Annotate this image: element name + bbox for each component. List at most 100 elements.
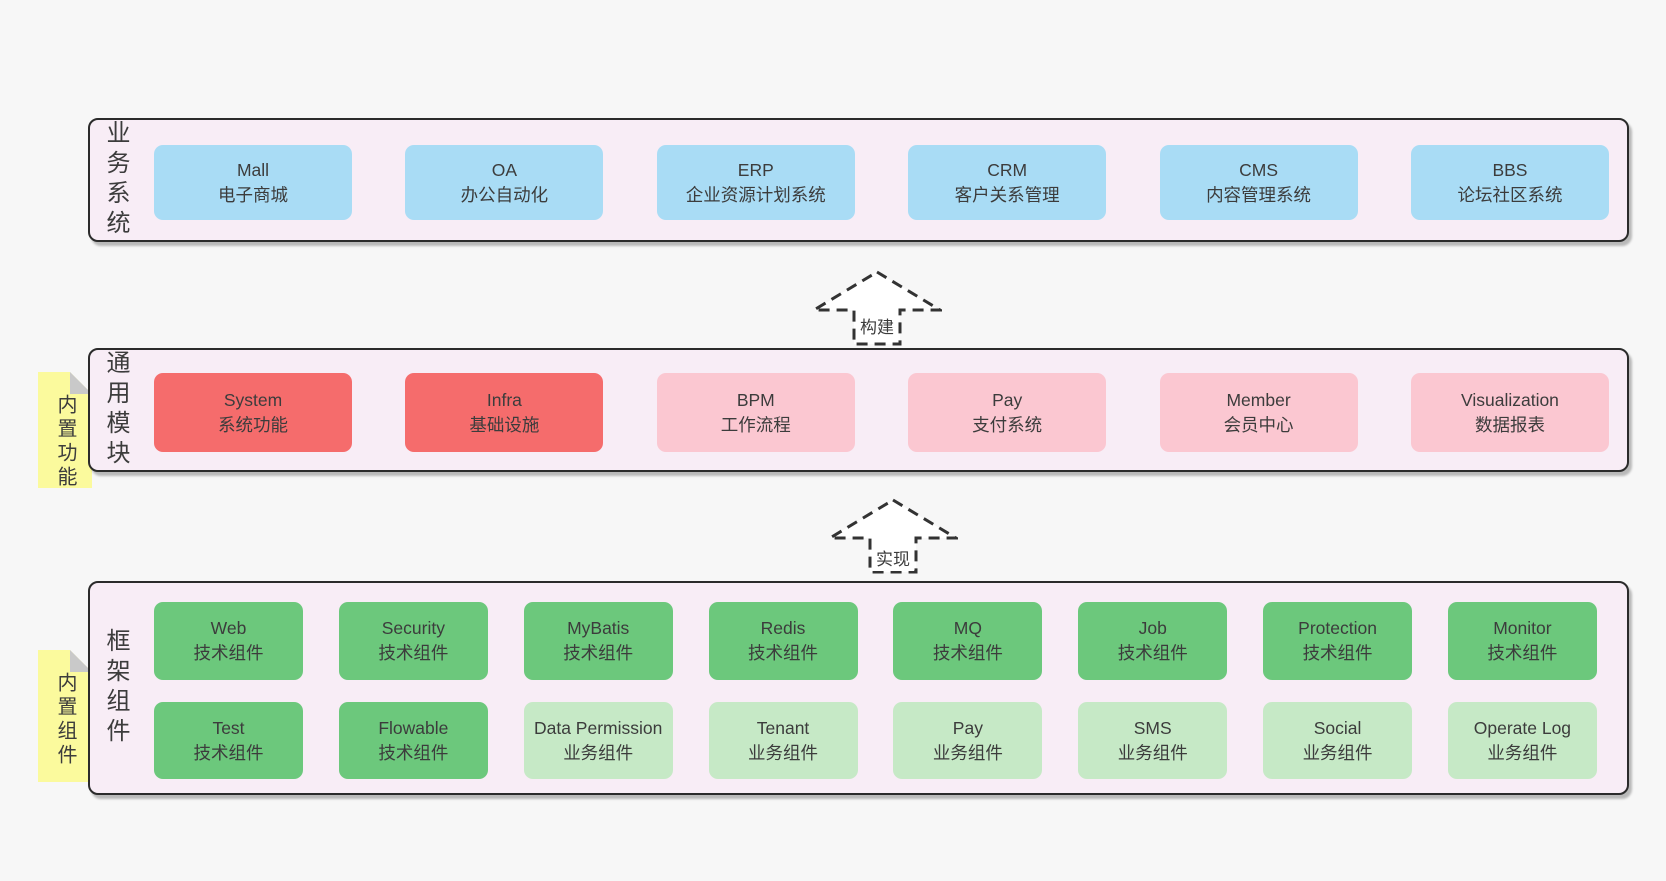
- box-subtitle: 技术组件: [193, 742, 264, 763]
- box-pay: Pay 支付系统: [908, 373, 1107, 452]
- band-common-modules: 通用模块 System 系统功能 Infra 基础设施 BPM 工作流程 Pay…: [88, 348, 1629, 472]
- box-mq: MQ 技术组件: [893, 602, 1043, 680]
- box-job: Job 技术组件: [1078, 602, 1228, 680]
- box-subtitle: 业务组件: [932, 742, 1003, 763]
- box-subtitle: 技术组件: [378, 742, 449, 763]
- box-title: Member: [1226, 389, 1291, 410]
- arrow-build: 构建: [812, 270, 942, 346]
- box-mybatis: MyBatis 技术组件: [523, 602, 673, 680]
- box-title: System: [223, 389, 283, 410]
- box-subtitle: 技术组件: [193, 643, 264, 663]
- arrow-build-label: 构建: [856, 312, 898, 339]
- sticky-note-label: 内置组件: [54, 672, 76, 768]
- box-tenant: Tenant 业务组件: [708, 702, 858, 779]
- box-social: Social 业务组件: [1263, 702, 1413, 779]
- box-subtitle: 业务组件: [563, 742, 634, 763]
- band-framework-components: 框架组件 Web 技术组件 Security 技术组件 MyBatis 技术组件…: [88, 581, 1629, 795]
- box-title: Web: [210, 618, 247, 639]
- box-title: Job: [1138, 618, 1167, 639]
- box-title: Social: [1313, 717, 1362, 738]
- box-title: Data Permission: [533, 717, 663, 738]
- band-business-label: 业务系统: [102, 120, 129, 240]
- box-subtitle: 论坛社区系统: [1457, 184, 1563, 205]
- box-title: Pay: [952, 717, 983, 738]
- box-subtitle: 技术组件: [748, 643, 819, 663]
- box-protection: Protection 技术组件: [1263, 602, 1413, 680]
- box-title: SMS: [1133, 717, 1172, 738]
- box-title: BBS: [1492, 159, 1528, 180]
- box-subtitle: 技术组件: [1487, 643, 1558, 663]
- box-subtitle: 数据报表: [1474, 414, 1545, 435]
- box-subtitle: 内容管理系统: [1206, 184, 1312, 205]
- box-title: Mall: [236, 159, 270, 180]
- folded-corner-icon: [70, 650, 92, 672]
- box-security: Security 技术组件: [338, 602, 488, 680]
- box-visualization: Visualization 数据报表: [1410, 373, 1609, 452]
- box-test: Test 技术组件: [154, 702, 303, 779]
- box-subtitle: 技术组件: [563, 643, 634, 663]
- box-title: MQ: [953, 618, 982, 639]
- modules-box-row: System 系统功能 Infra 基础设施 BPM 工作流程 Pay 支付系统…: [154, 373, 1609, 452]
- box-subtitle: 电子商城: [218, 184, 288, 205]
- box-subtitle: 基础设施: [469, 414, 540, 435]
- box-web: Web 技术组件: [154, 602, 303, 680]
- box-data-permission: Data Permission 业务组件: [523, 702, 673, 779]
- box-title: Protection: [1298, 618, 1377, 639]
- box-title: CMS: [1239, 159, 1278, 180]
- box-subtitle: 技术组件: [1302, 643, 1373, 663]
- sticky-note-label: 内置功能: [54, 394, 76, 490]
- components-box-row-1: Web 技术组件 Security 技术组件 MyBatis 技术组件 Redi…: [154, 602, 1597, 680]
- box-erp: ERP 企业资源计划系统: [656, 145, 855, 220]
- business-box-row: Mall 电子商城 OA 办公自动化 ERP 企业资源计划系统 CRM 客户关系…: [154, 145, 1609, 220]
- box-title: Flowable: [378, 717, 449, 738]
- box-title: Test: [212, 717, 245, 738]
- box-operate-log: Operate Log 业务组件: [1447, 702, 1597, 779]
- band-components-label: 框架组件: [102, 628, 129, 748]
- box-title: Security: [381, 618, 445, 639]
- box-sms: SMS 业务组件: [1078, 702, 1228, 779]
- box-subtitle: 办公自动化: [460, 184, 549, 205]
- box-cms: CMS 内容管理系统: [1159, 145, 1358, 220]
- box-bpm: BPM 工作流程: [656, 373, 855, 452]
- box-title: Visualization: [1460, 389, 1559, 410]
- box-title: MyBatis: [567, 618, 630, 639]
- box-member: Member 会员中心: [1159, 373, 1358, 452]
- box-subtitle: 系统功能: [218, 414, 288, 435]
- box-title: Redis: [760, 618, 806, 639]
- box-title: Tenant: [756, 717, 810, 738]
- components-box-row-2: Test 技术组件 Flowable 技术组件 Data Permission …: [154, 702, 1597, 779]
- box-subtitle: 业务组件: [1117, 742, 1188, 763]
- box-infra: Infra 基础设施: [405, 373, 604, 452]
- sticky-note-builtin-functions: 内置功能: [38, 372, 92, 490]
- box-subtitle: 企业资源计划系统: [685, 184, 826, 205]
- box-monitor: Monitor 技术组件: [1447, 602, 1597, 680]
- band-modules-label: 通用模块: [102, 350, 129, 470]
- box-subtitle: 业务组件: [1487, 742, 1558, 763]
- box-title: ERP: [737, 159, 774, 180]
- box-title: Monitor: [1493, 618, 1552, 639]
- up-arrow-icon: [812, 270, 942, 346]
- box-subtitle: 会员中心: [1223, 414, 1294, 435]
- box-subtitle: 客户关系管理: [954, 184, 1060, 205]
- box-title: BPM: [736, 389, 775, 410]
- box-redis: Redis 技术组件: [708, 602, 858, 680]
- box-flowable: Flowable 技术组件: [338, 702, 488, 779]
- band-business-systems: 业务系统 Mall 电子商城 OA 办公自动化 ERP 企业资源计划系统 CRM…: [88, 118, 1629, 242]
- box-system: System 系统功能: [154, 373, 352, 452]
- box-crm: CRM 客户关系管理: [908, 145, 1107, 220]
- box-bbs: BBS 论坛社区系统: [1410, 145, 1609, 220]
- box-subtitle: 业务组件: [748, 742, 819, 763]
- box-subtitle: 技术组件: [932, 643, 1003, 663]
- box-title: Pay: [992, 389, 1023, 410]
- box-title: CRM: [987, 159, 1028, 180]
- box-pay-component: Pay 业务组件: [893, 702, 1043, 779]
- arrow-implement: 实现: [828, 498, 958, 574]
- box-subtitle: 业务组件: [1302, 742, 1373, 763]
- box-subtitle: 工作流程: [720, 414, 791, 435]
- box-mall: Mall 电子商城: [154, 145, 352, 220]
- box-title: OA: [491, 159, 518, 180]
- box-subtitle: 技术组件: [1117, 643, 1188, 663]
- up-arrow-icon: [828, 498, 958, 574]
- arrow-implement-label: 实现: [872, 544, 914, 571]
- folded-corner-icon: [70, 372, 92, 394]
